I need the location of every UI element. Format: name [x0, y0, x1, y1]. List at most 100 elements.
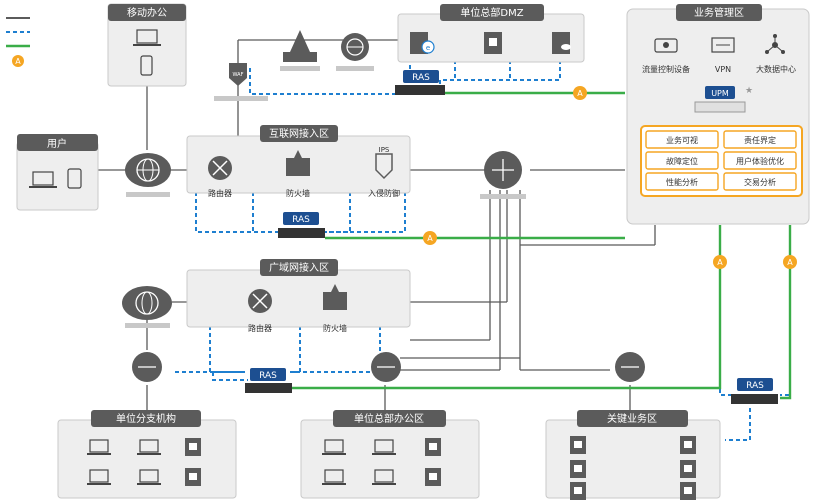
legend: A [6, 17, 30, 67]
router-icon [208, 156, 232, 180]
ips-tag: IPS [379, 146, 390, 154]
ras-probe: RAS [245, 368, 292, 393]
server-icon [570, 482, 586, 500]
svg-text:A: A [787, 258, 793, 267]
firewall-icon [286, 150, 310, 176]
svg-text:A: A [427, 234, 433, 243]
bottom-devices [87, 436, 696, 500]
functions-grid: 业务可视责任界定故障定位用户体验优化性能分析交易分析 [645, 130, 797, 191]
laptop-icon [322, 439, 346, 455]
laptop-icon [29, 171, 57, 188]
server-icon [185, 468, 201, 486]
ras-probe: RAS [395, 70, 445, 95]
ras-probe: RAS [731, 378, 778, 404]
dmz-group: 单位总部DMZ e [397, 4, 585, 63]
function-label: 责任界定 [744, 135, 776, 145]
internet-access-zone: 互联网接入区 路由器 防火墙 IPS 入侵防御 [186, 125, 411, 198]
laptop-icon [372, 439, 396, 455]
function-box [645, 151, 719, 170]
svg-text:UPM: UPM [711, 89, 729, 98]
server-icon [680, 460, 696, 478]
mgmt-title: 业务管理区 [694, 6, 744, 19]
function-box [723, 130, 797, 149]
legend-a-badge [12, 55, 24, 67]
management-zone: 业务管理区 流量控制设备 VPN 大数据中心 UPM ★ [626, 4, 810, 225]
branch-title: 单位分支机构 [116, 412, 176, 425]
svg-text:A: A [717, 258, 723, 267]
function-label: 故障定位 [666, 156, 698, 166]
switch-device [280, 30, 320, 71]
a-badge: A [783, 255, 797, 269]
database-server-icon [552, 32, 571, 54]
a-badge: A [573, 86, 587, 100]
user-group: 用户 [16, 134, 99, 211]
wan-firewall-label: 防火墙 [323, 323, 347, 333]
server-icon [425, 468, 441, 486]
server-icon [680, 436, 696, 454]
ips-icon: IPS [375, 146, 393, 180]
a-badge: A [423, 231, 437, 245]
star-icon: ★ [745, 86, 753, 96]
server-icon [570, 460, 586, 478]
server-icon [570, 436, 586, 454]
smartphone-icon [140, 55, 153, 76]
svg-text:WAF: WAF [233, 72, 244, 78]
internet-zone-title: 互联网接入区 [269, 127, 329, 140]
function-label: 业务可视 [666, 135, 698, 145]
laptop-icon [137, 439, 161, 455]
laptop-icon [137, 469, 161, 485]
switch-icon [132, 352, 162, 382]
tablet-icon [67, 168, 82, 189]
function-box [645, 172, 719, 191]
waf-device: WAF [214, 63, 268, 101]
mobile-office-title: 移动办公 [127, 6, 167, 19]
svg-text:A: A [577, 89, 583, 98]
core-switch-icon [480, 151, 526, 199]
wan-cloud-icon [122, 286, 172, 328]
server-icon [185, 438, 201, 456]
user-title: 用户 [47, 137, 67, 150]
switch-icon [371, 352, 401, 382]
app-server-icon [484, 32, 502, 54]
laptop-icon [87, 469, 111, 485]
function-label: 交易分析 [744, 177, 776, 187]
server-icon [425, 438, 441, 456]
function-label: 用户体验优化 [736, 156, 784, 166]
server-icon [680, 482, 696, 500]
traffic-label: 流量控制设备 [642, 64, 690, 74]
wan-zone-title: 广域网接入区 [269, 261, 329, 274]
ips-label: 入侵防御 [368, 188, 400, 198]
firewall-label: 防火墙 [286, 188, 310, 198]
router-icon [248, 289, 272, 313]
ras-probe: RAS [278, 212, 325, 238]
wan-access-zone: 广域网接入区 路由器 防火墙 [186, 259, 411, 333]
internet-cloud-icon [125, 153, 171, 197]
svg-text:RAS: RAS [746, 381, 764, 391]
dmz-title: 单位总部DMZ [460, 6, 523, 19]
svg-text:e: e [426, 44, 430, 52]
laptop-icon [87, 439, 111, 455]
svg-text:RAS: RAS [292, 215, 310, 225]
big-data-icon [765, 34, 785, 54]
gray-links [98, 39, 656, 410]
bigdata-label: 大数据中心 [756, 64, 796, 74]
function-box [645, 130, 719, 149]
firewall-icon [323, 284, 347, 310]
svg-text:RAS: RAS [259, 371, 277, 381]
laptop-icon [133, 29, 161, 46]
a-badges: A A A A [423, 86, 797, 269]
globe-device-icon [336, 33, 374, 71]
laptop-icon [322, 469, 346, 485]
key-biz-title: 关键业务区 [607, 412, 657, 425]
web-server-icon: e [410, 32, 435, 54]
svg-text:RAS: RAS [412, 73, 430, 83]
traffic-control-icon [654, 38, 678, 53]
vpn-label: VPN [715, 65, 731, 74]
function-box [723, 172, 797, 191]
function-box [723, 151, 797, 170]
upm-device: UPM ★ [694, 86, 753, 113]
hq-office-title: 单位总部办公区 [354, 412, 424, 425]
key-business-group: 关键业务区 [545, 410, 721, 499]
a-badge: A [713, 255, 727, 269]
